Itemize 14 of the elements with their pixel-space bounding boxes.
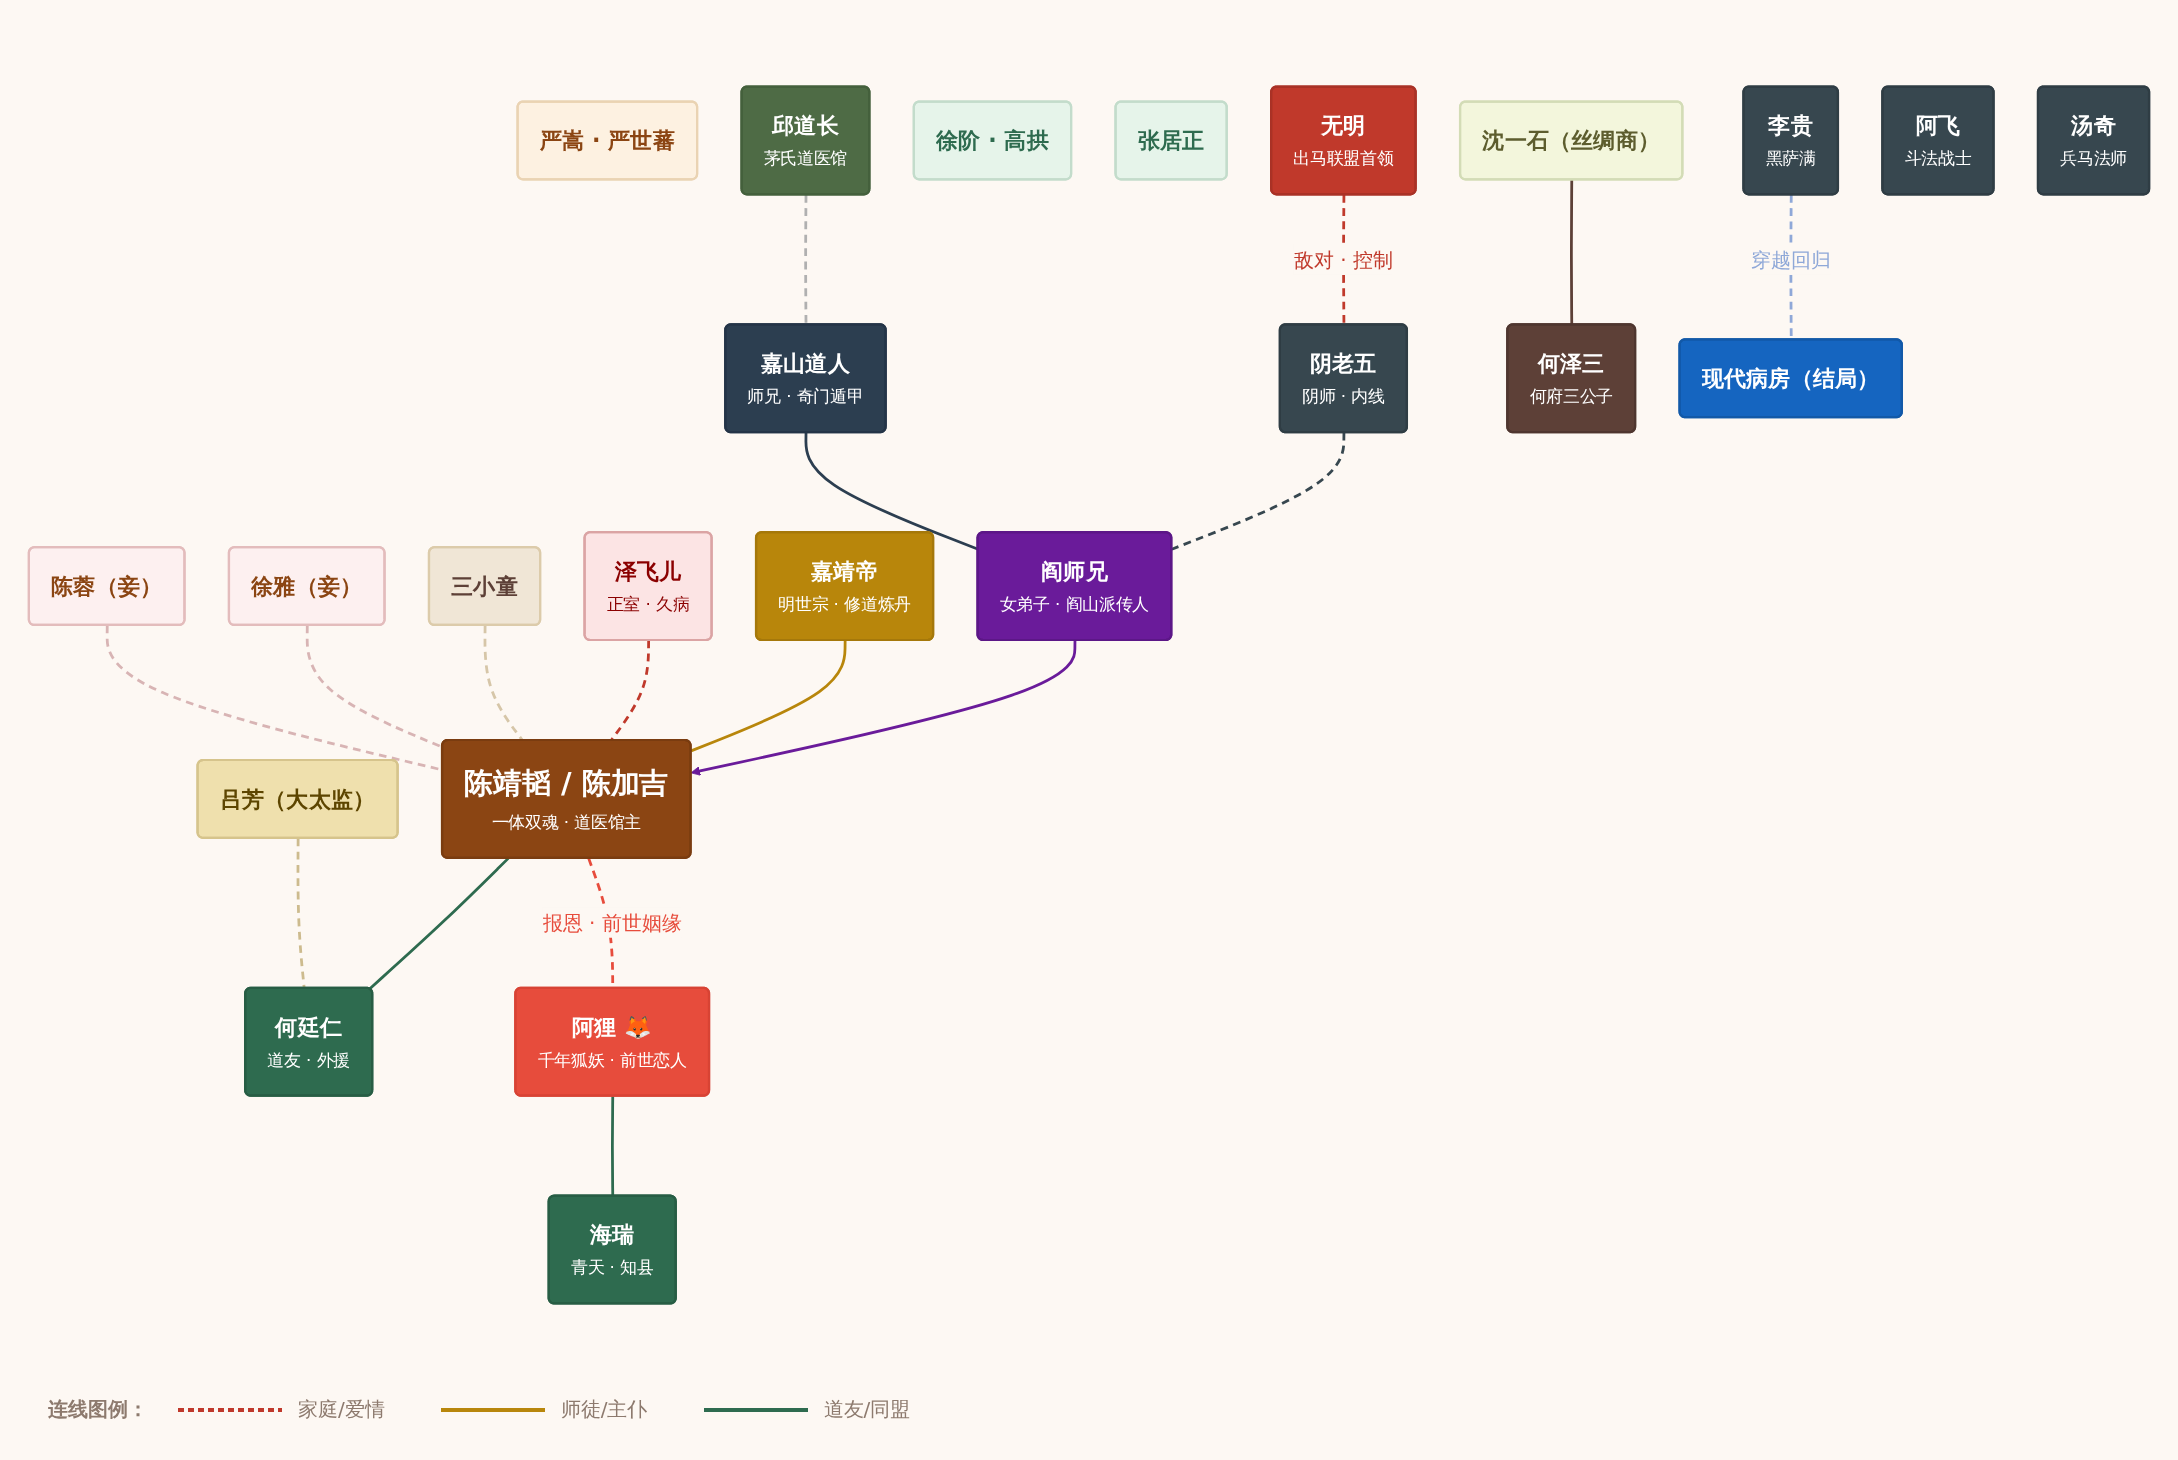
legend-label: 道友/同盟 <box>823 1396 911 1423</box>
connector <box>1171 432 1346 551</box>
arrow <box>690 640 1077 776</box>
legend-label: 师徒/主仆 <box>560 1396 648 1423</box>
edge-label: 报恩 · 前世姻缘 <box>542 911 682 935</box>
connector <box>804 194 808 325</box>
legend-heading: 连线图例： <box>48 1396 148 1423</box>
legend-label: 家庭/爱情 <box>298 1396 385 1423</box>
connector <box>690 640 847 753</box>
connector <box>1570 179 1574 325</box>
connector <box>368 857 510 990</box>
edge-label: 穿越回归 <box>1750 247 1831 272</box>
edge-label: 敌对 · 控制 <box>1293 247 1393 272</box>
connector <box>105 625 443 772</box>
